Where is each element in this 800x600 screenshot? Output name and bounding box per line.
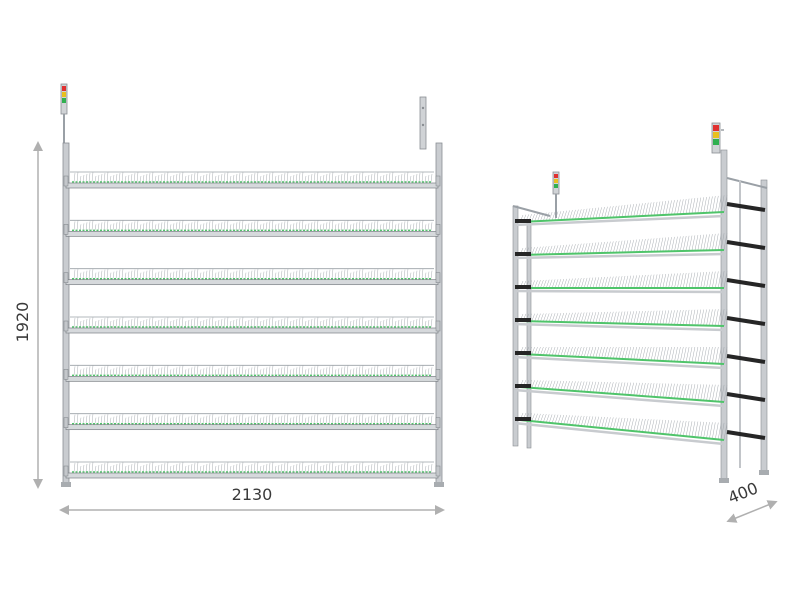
front-shelf-5 [63,364,441,382]
perspective-shelf-6 [513,379,766,408]
front-shelf-4 [63,316,441,334]
top-mount-bracket [419,96,427,150]
signal-light-green [713,139,719,145]
depth-dimension: 400 [725,478,778,523]
signal-light-yellow [713,132,719,138]
signal-light-yellow [554,179,558,183]
perspective-shelf-7 [513,412,766,446]
signal-light-red [62,86,66,91]
perspective-shelf-5 [513,346,766,370]
depth-dimension-line [726,500,778,523]
front-foot-right [434,482,444,487]
width-label: 2130 [232,485,273,504]
perspective-shelf-3 [513,270,766,294]
signal-light-green [554,184,558,188]
front-upright-right [435,142,443,484]
depth-label: 400 [725,478,760,507]
height-label: 1920 [13,302,32,343]
signal-light-red [554,174,558,178]
front-shelf-3 [63,268,441,286]
signal-light-yellow [62,92,66,97]
perspective-left-frame [512,205,551,449]
front-shelf-6 [63,413,441,431]
signal-tower-perspective-right [711,122,724,154]
front-shelf-7 [63,461,441,479]
perspective-shelves [513,194,766,446]
front-upright-left [62,142,70,484]
perspective-shelf-2 [513,232,766,260]
perspective-view-rack [512,122,769,483]
height-dimension: 1920 [13,141,43,489]
front-shelf-1 [63,171,441,189]
width-dimension: 2130 [59,485,445,515]
perspective-shelf-1 [513,194,766,227]
front-foot-left [61,482,71,487]
signal-light-green [62,98,66,103]
perspective-right-frame [719,149,769,483]
front-view-rack [60,83,444,487]
signal-tower-left [60,83,68,145]
front-shelf-2 [63,219,441,237]
perspective-shelf-4 [513,308,766,332]
signal-light-red [713,125,719,131]
front-shelves [63,171,441,479]
signal-tower-perspective-left [552,171,560,218]
